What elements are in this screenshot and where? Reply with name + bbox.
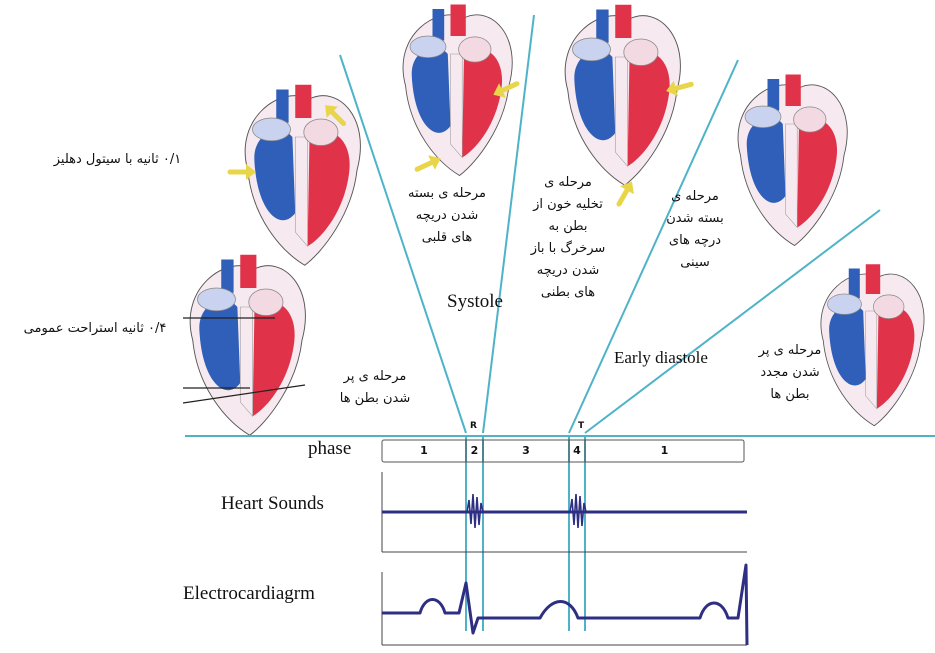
label-ejection: مرحله ی تخلیه خون از بطن به سرخرگ با باز… xyxy=(508,172,628,304)
heart-sounds-trace xyxy=(382,494,747,528)
phase-cell-4: 4 xyxy=(569,444,585,457)
label-early-diastole: Early diastole xyxy=(614,348,708,368)
row-label-ecg: Electrocardiagrm xyxy=(183,583,315,605)
label-atrial-systole: ۰/۱ ثانیه با سیتول دهلیز xyxy=(30,149,205,171)
ecg-frame xyxy=(382,572,747,645)
phase-cell-1-diastole: 1 xyxy=(585,444,744,457)
heart-illustration-general-rest xyxy=(190,255,305,436)
r-wave-marker: R xyxy=(470,421,477,431)
row-label-heart-sounds: Heart Sounds xyxy=(221,493,324,515)
t-wave-marker: T xyxy=(578,421,584,431)
label-semilunar-closure: مرحله ی بسته شدن درچه های سینی xyxy=(650,186,740,274)
heart-illustration-semilunar-closure xyxy=(738,75,847,246)
label-filling: مرحله ی پر شدن بطن ها xyxy=(315,366,435,410)
label-general-rest: ۰/۴ ثانیه استراحت عمومی xyxy=(5,318,185,340)
phase-cell-3: 3 xyxy=(483,444,569,457)
label-refilling: مرحله ی پر شدن مجدد بطن ها xyxy=(735,340,845,406)
heart-illustration-atrial-systole xyxy=(245,85,360,266)
row-label-phase: phase xyxy=(308,438,351,460)
label-systole: Systole xyxy=(447,291,503,313)
label-valve-closure: مرحله ی بسته شدن دریچه های قلبی xyxy=(392,183,502,249)
heart-illustration-ejection xyxy=(565,5,680,186)
ecg-trace xyxy=(382,565,747,645)
phase-cell-1: 1 xyxy=(382,444,466,457)
phase-cell-2: 2 xyxy=(466,444,483,457)
